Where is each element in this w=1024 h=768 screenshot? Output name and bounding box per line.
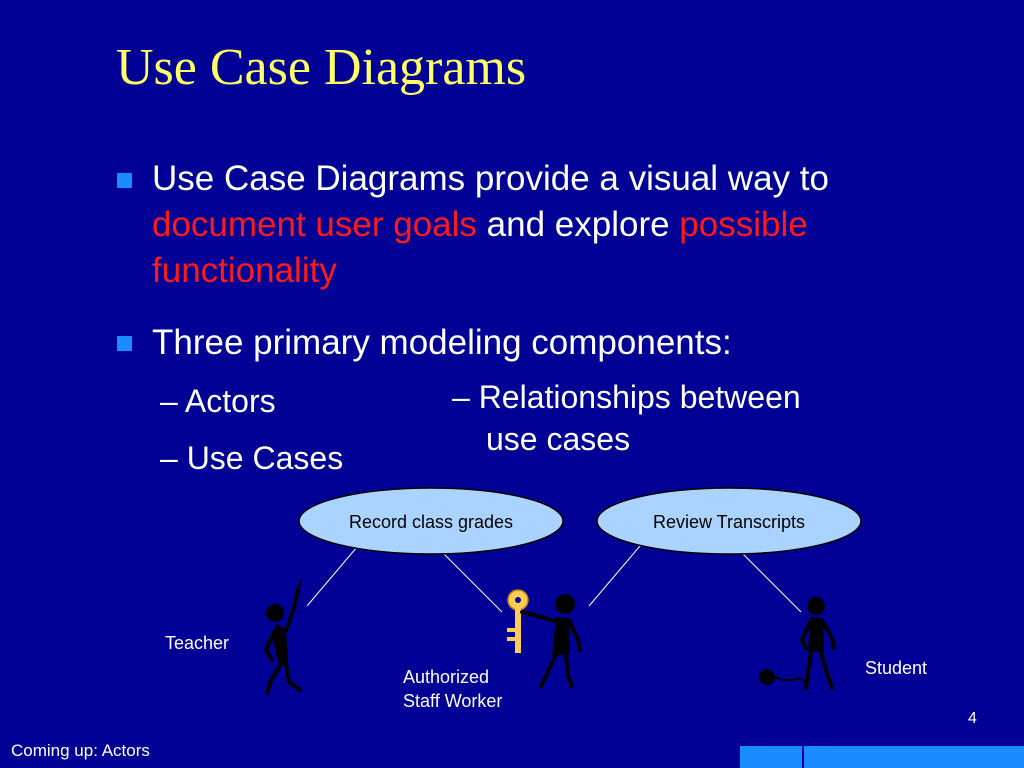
association-teacher-record <box>306 546 358 607</box>
sub-item-use-cases: – Use Cases <box>160 440 344 476</box>
ball-and-chain-icon <box>759 669 807 685</box>
sub-item-relationships: – Relationships between use cases <box>452 376 912 460</box>
actor-label-staff-line1: Authorized <box>403 667 490 687</box>
bullet-square-icon <box>117 336 132 351</box>
bullet-text-run: Use Case Diagrams provide a visual way t… <box>152 159 829 198</box>
actor-label-staff-line2: Staff Worker <box>403 691 503 711</box>
sub-item-actors: – Actors <box>160 383 276 419</box>
use-case-review-transcripts <box>596 487 862 555</box>
emphasis-document-user-goals: document user goals <box>152 205 477 244</box>
actor-label-teacher: Teacher <box>165 633 230 653</box>
slide-title: Use Case Diagrams <box>116 39 527 96</box>
page-number: 4 <box>968 710 977 727</box>
use-case-record-class-grades <box>298 487 564 555</box>
bullet-text-run: and explore <box>476 205 680 244</box>
student-figure-icon <box>799 597 836 690</box>
association-student-review <box>741 552 802 613</box>
sub-item-relationships-line1: – Relationships between <box>452 379 801 415</box>
association-staff-review <box>588 545 641 607</box>
teacher-figure-icon <box>263 580 302 695</box>
use-case-review-transcripts-label: Review Transcripts <box>653 512 805 532</box>
association-staff-record <box>442 552 503 613</box>
bullet-modeling-components: Three primary modeling components: <box>152 323 732 362</box>
use-case-record-class-grades-label: Record class grades <box>349 512 513 532</box>
key-icon <box>507 589 529 653</box>
sub-item-relationships-line2: use cases <box>486 421 631 457</box>
bullet-square-icon <box>117 173 132 188</box>
footer-bar-divider <box>802 746 804 768</box>
actor-label-student: Student <box>865 658 928 678</box>
staff-worker-figure-icon <box>520 594 582 688</box>
emphasis-possible-functionality: possible functionality <box>152 205 808 290</box>
bullet-use-case-purpose: Use Case Diagrams provide a visual way t… <box>152 156 982 294</box>
footer-accent-bar <box>740 746 1024 768</box>
footer-caption: Coming up: Actors <box>11 741 150 760</box>
